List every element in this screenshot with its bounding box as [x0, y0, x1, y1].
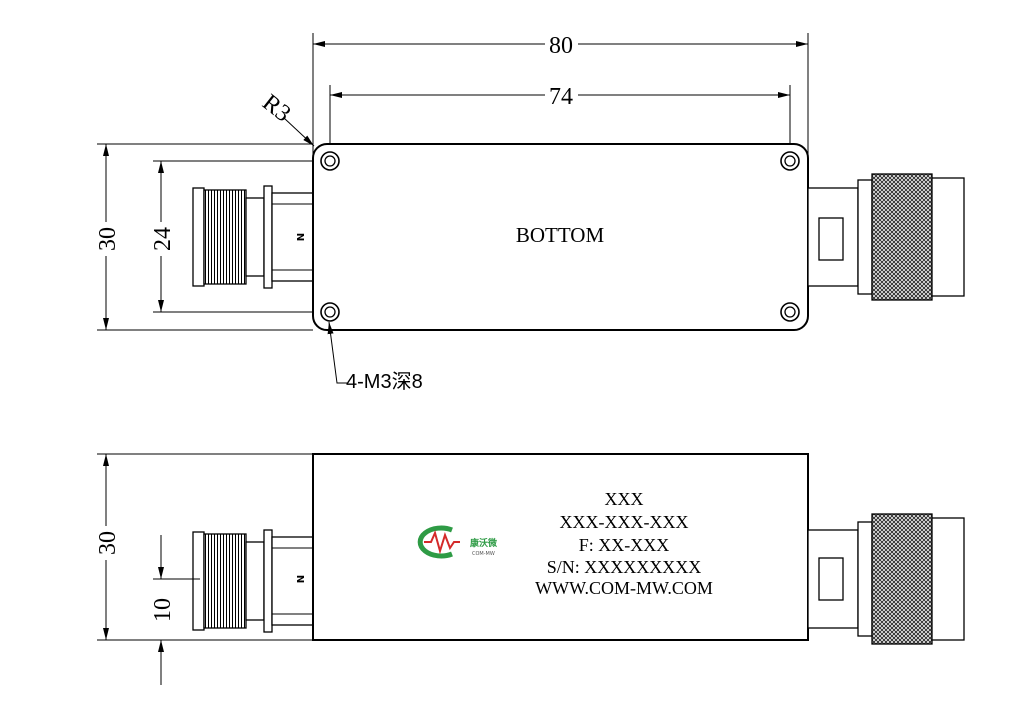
top-view: 80 74 N BOTTOM — [95, 33, 965, 393]
nameplate-line-5: WWW.COM-MW.COM — [535, 578, 713, 598]
nameplate-line-3: F: XX-XXX — [579, 535, 670, 555]
connector-mark-side: N — [294, 575, 305, 583]
r3-leader — [283, 117, 315, 147]
corner-radius-note: R3 — [257, 90, 295, 128]
nameplate-line-2: XXX-XXX-XXX — [560, 512, 689, 532]
side-view: N 康沃微 COM-MW XXX XXX-XXX-XXX F: XX-XXX S… — [95, 453, 965, 685]
nameplate-line-1: XXX — [605, 489, 644, 509]
bottom-label: BOTTOM — [516, 223, 605, 247]
nameplate-line-4: S/N: XXXXXXXXX — [547, 557, 702, 577]
dim-text-30-side: 30 — [95, 531, 121, 555]
hole-note: 4-M3深8 — [346, 370, 423, 393]
logo-name-en: COM-MW — [472, 551, 495, 557]
connector-mark-top: N — [294, 233, 305, 241]
company-logo: 康沃微 COM-MW — [417, 525, 498, 559]
hole-note-leader — [327, 321, 347, 384]
dim-text-24: 24 — [150, 227, 176, 251]
dim-text-80: 80 — [549, 33, 573, 59]
logo-wave-icon — [424, 530, 460, 555]
dim-text-10: 10 — [150, 598, 176, 622]
n-connector-left-side: N — [192, 529, 315, 633]
logo-name-cn: 康沃微 — [470, 537, 498, 549]
dim-text-74: 74 — [549, 84, 573, 110]
mounting-holes — [320, 151, 800, 322]
n-connector-left-top: N — [192, 185, 315, 289]
nameplate: XXX XXX-XXX-XXX F: XX-XXX S/N: XXXXXXXXX… — [535, 489, 713, 598]
n-connector-right-side — [807, 513, 965, 645]
housing-side-view — [312, 453, 809, 641]
logo-ring-icon — [417, 525, 453, 559]
dim-text-30-top: 30 — [95, 227, 121, 251]
n-connector-right-top — [807, 173, 965, 301]
